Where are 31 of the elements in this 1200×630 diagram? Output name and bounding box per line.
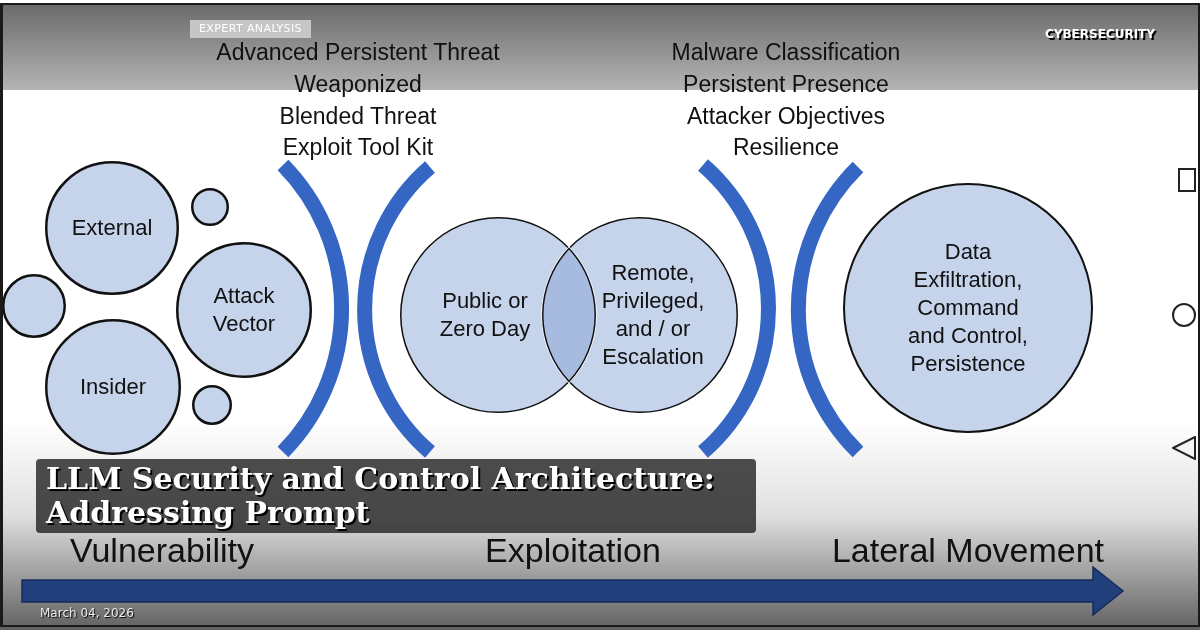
date-label: March 04, 2026 (40, 606, 134, 621)
stage-circle (843, 183, 1093, 433)
term-label: Resilience (732, 133, 840, 161)
topic-label: CYBERSECURITY (1044, 26, 1155, 42)
headline: LLM Security and Control Architecture: Addressing Prompt (36, 459, 756, 533)
empty-circle (191, 188, 229, 226)
stage-label: Vulnerability (70, 533, 254, 567)
category-circle (176, 242, 312, 378)
circle-label: Public or Zero Day (438, 287, 532, 343)
empty-circle (2, 274, 66, 338)
term-label: Exploit Tool Kit (282, 133, 434, 161)
venn-circle (400, 217, 570, 413)
term-label: Advanced Persistent Threat (216, 38, 500, 66)
term-label: Persistent Presence (683, 70, 889, 98)
term-label: Malware Classification (671, 38, 901, 66)
overlap-region (541, 247, 597, 383)
circle-label: Remote, Privileged, and / or Escalation (600, 259, 706, 371)
circle-label: External (71, 214, 153, 242)
category-circle (45, 161, 179, 295)
empty-circle (192, 385, 232, 425)
term-label: Weaponized (294, 70, 422, 98)
category-tag: EXPERT ANALYSIS (190, 20, 311, 38)
circle-label: Data Exfiltration, Command and Control, Persistence (907, 238, 1029, 378)
term-label: Attacker Objectives (686, 102, 886, 130)
term-label: Blended Threat (279, 102, 437, 130)
circle-label: Attack Vector (211, 282, 277, 338)
venn-circle (568, 217, 738, 413)
stage-label: Lateral Movement (831, 533, 1105, 567)
category-circle (45, 319, 181, 455)
stage-label: Exploitation (485, 533, 661, 567)
circle-label: Insider (79, 373, 146, 401)
